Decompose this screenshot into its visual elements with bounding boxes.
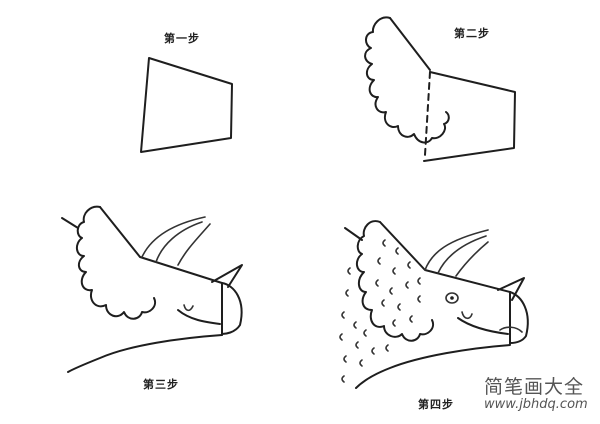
step-3-label: 第三步 (143, 378, 179, 391)
step-2-label: 第二步 (454, 27, 490, 40)
step1-drawing (140, 57, 233, 153)
watermark-url: www.jbhdq.com (484, 397, 588, 412)
watermark-title: 简笔画大全 (484, 376, 585, 398)
step-1-label: 第一步 (164, 32, 200, 45)
step2-drawing (364, 16, 516, 162)
step-4-label: 第四步 (418, 398, 454, 411)
step3-drawing (61, 205, 243, 373)
step4-drawing (339, 220, 529, 389)
